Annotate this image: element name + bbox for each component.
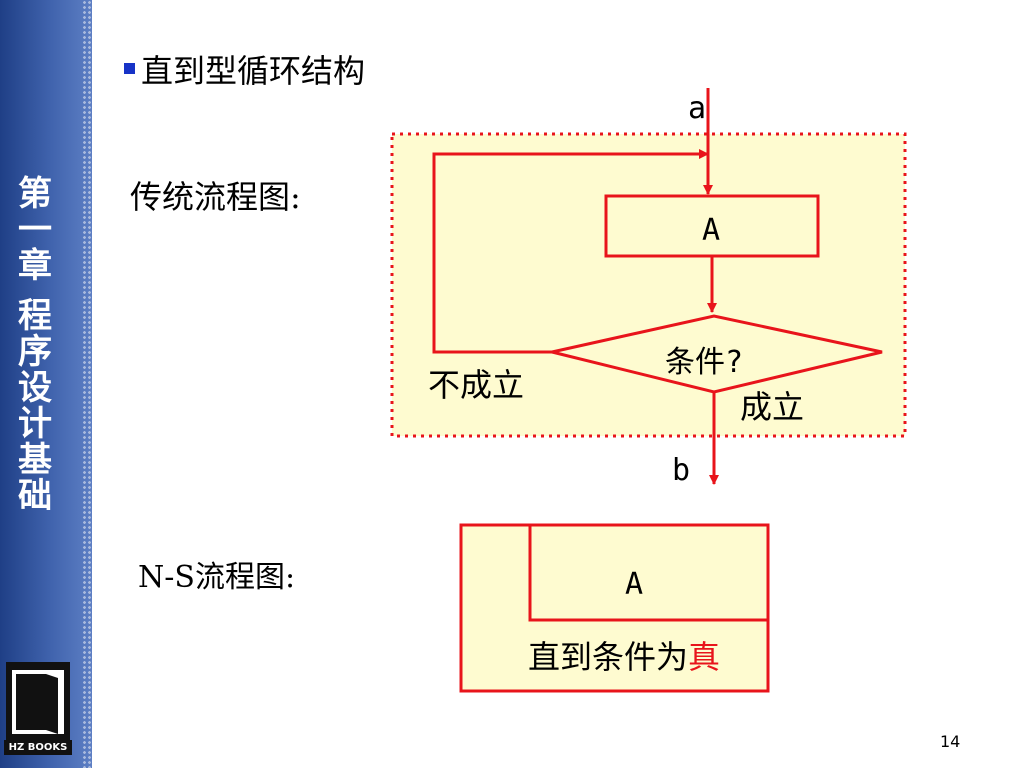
process-box bbox=[604, 194, 820, 258]
chapter-char: 一 bbox=[18, 210, 52, 250]
sidebar-dot-pattern bbox=[82, 0, 92, 768]
traditional-flowchart-label: 传统流程图: bbox=[130, 178, 301, 216]
chapter-char: 章 bbox=[18, 246, 52, 286]
chapter-char: 设 bbox=[18, 368, 52, 408]
logo-text: HZ BOOKS bbox=[4, 740, 72, 755]
chapter-char: 程 bbox=[18, 296, 52, 336]
ns-process-label: A bbox=[625, 567, 643, 602]
flowchart-panel bbox=[390, 132, 907, 438]
chapter-char: 序 bbox=[18, 332, 52, 372]
page-number: 14 bbox=[940, 732, 961, 751]
false-label: 不成立 bbox=[428, 366, 524, 404]
slide-title: 直到型循环结构 bbox=[124, 46, 365, 92]
chapter-char: 基 bbox=[18, 440, 52, 480]
ns-inner-box bbox=[528, 525, 768, 622]
entry-label: a bbox=[688, 91, 706, 126]
door-logo-icon bbox=[12, 670, 64, 734]
ns-condition-label: 直到条件为真 bbox=[528, 638, 720, 676]
process-label: A bbox=[702, 213, 720, 248]
loop-back-arrow bbox=[432, 149, 709, 354]
condition-label: 条件? bbox=[665, 345, 743, 380]
bullet-icon bbox=[124, 63, 135, 74]
ns-outer-box bbox=[459, 523, 770, 693]
ns-condition-highlight: 真 bbox=[688, 638, 720, 676]
true-label: 成立 bbox=[740, 388, 804, 426]
chapter-title: 第 一 章 程 序 设 计 基 础 bbox=[14, 176, 56, 514]
exit-label: b bbox=[672, 453, 690, 488]
publisher-logo bbox=[6, 662, 70, 740]
chapter-char: 础 bbox=[18, 476, 52, 516]
ns-condition-prefix: 直到条件为 bbox=[528, 638, 688, 676]
condition-diamond bbox=[551, 314, 883, 394]
title-text: 直到型循环结构 bbox=[141, 52, 366, 90]
chapter-char: 计 bbox=[18, 404, 52, 444]
chapter-char: 第 bbox=[18, 174, 52, 214]
ns-flowchart-label: N-S流程图: bbox=[138, 560, 296, 595]
sidebar: 第 一 章 程 序 设 计 基 础 HZ BOOKS bbox=[0, 0, 92, 768]
